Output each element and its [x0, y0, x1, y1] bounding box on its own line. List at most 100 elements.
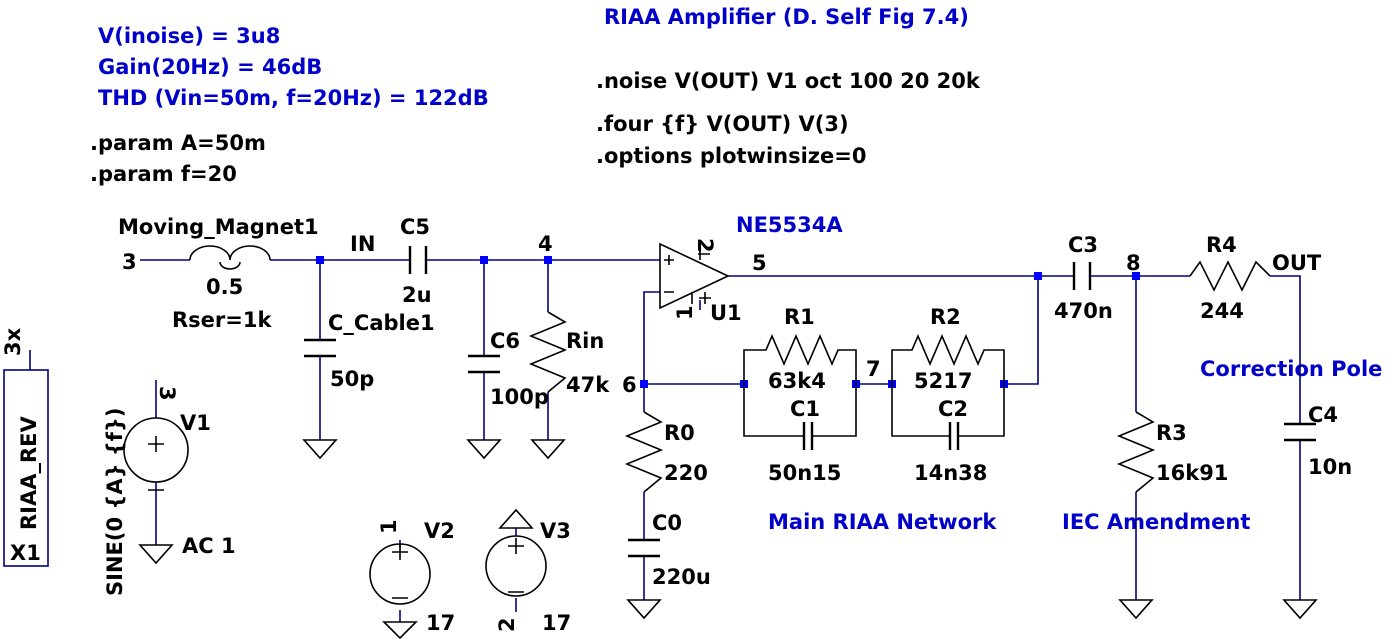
- gain-result: Gain(20Hz) = 46dB: [98, 55, 322, 79]
- junction-dot: [1034, 272, 1042, 280]
- v2-value: 17: [426, 611, 455, 635]
- c-cable-name: C_Cable1: [328, 311, 435, 335]
- x1-name: X1: [10, 541, 41, 565]
- node-label-8: 8: [1126, 251, 1141, 275]
- node-label-out: OUT: [1272, 251, 1322, 275]
- c0-value: 220u: [652, 565, 711, 589]
- capacitor-c-cable1[interactable]: C_Cable1 50p: [304, 311, 435, 391]
- v1-ac: AC 1: [182, 534, 236, 558]
- cartridge-name: Moving_Magnet1: [118, 215, 319, 239]
- ground-icon: [138, 544, 174, 565]
- junction-dot: [1132, 272, 1140, 280]
- options-directive[interactable]: .options plotwinsize=0: [596, 144, 866, 168]
- c1-value: 50n15: [768, 461, 841, 485]
- node-label-7: 7: [866, 357, 881, 381]
- c4-name: C4: [1308, 403, 1338, 427]
- wires: [29, 242, 1301, 622]
- c6-name: C6: [490, 329, 520, 353]
- node-label-in: IN: [350, 232, 375, 256]
- thd-result: THD (Vin=50m, f=20Hz) = 122dB: [98, 86, 489, 110]
- r3-name: R3: [1156, 421, 1187, 445]
- node-label-3: 3: [122, 250, 137, 274]
- capacitor-c4[interactable]: C4 10n: [1284, 403, 1352, 479]
- main-riaa-network-label: Main RIAA Network: [768, 510, 997, 534]
- voltage-source-v2[interactable]: 1 V2 17: [369, 519, 455, 635]
- ground-icon: [466, 439, 502, 460]
- junction-dot: [480, 256, 488, 264]
- inoise-result: V(inoise) = 3u8: [98, 24, 280, 48]
- c5-value: 2u: [402, 283, 432, 307]
- v3-value: 17: [542, 611, 571, 635]
- ground-icon: [626, 599, 662, 620]
- x1-pin: 3x: [1, 327, 25, 356]
- capacitor-c2[interactable]: C2 14n38: [891, 384, 1005, 485]
- c6-value: 100p: [490, 385, 549, 409]
- resistor-rin[interactable]: Rin 47k: [528, 311, 610, 397]
- capacitor-c6[interactable]: C6 100p: [468, 329, 549, 409]
- junction-dot: [316, 256, 324, 264]
- cartridge-rser: Rser=1k: [172, 308, 272, 332]
- param-a-directive[interactable]: .param A=50m: [90, 131, 266, 155]
- c3-name: C3: [1068, 233, 1098, 257]
- inductor-moving-magnet[interactable]: Moving_Magnet1 0.5 Rser=1k: [118, 215, 319, 332]
- four-directive[interactable]: .four {f} V(OUT) V(3): [596, 112, 849, 136]
- r0-value: 220: [664, 461, 708, 485]
- opamp-pin-bottom: 1: [673, 305, 697, 320]
- c5-name: C5: [400, 215, 430, 239]
- wire[interactable]: [643, 291, 744, 385]
- iec-amendment-label: IEC Amendment: [1062, 510, 1250, 534]
- junction-dot: [544, 256, 552, 264]
- ground-icon: [302, 439, 338, 460]
- capacitor-c0[interactable]: C0 220u: [628, 511, 711, 589]
- noise-directive[interactable]: .noise V(OUT) V1 oct 100 20 20k: [596, 69, 981, 93]
- c4-value: 10n: [1308, 455, 1352, 479]
- resistor-r3[interactable]: R3 16k91: [1116, 411, 1228, 493]
- v1-pin: 3: [155, 386, 179, 401]
- opamp-name: U1: [710, 301, 742, 325]
- voltage-source-v1[interactable]: 3 V1 SINE(0 {A} {f}) AC 1: [103, 386, 236, 596]
- r3-value: 16k91: [1156, 461, 1228, 485]
- ground-icon: [530, 439, 566, 460]
- node-label-6: 6: [622, 373, 637, 397]
- correction-pole-label: Correction Pole: [1200, 357, 1382, 381]
- x1-model: RIAA_REV: [17, 415, 41, 530]
- capacitor-c3[interactable]: C3 470n: [1054, 233, 1113, 323]
- c1-name: C1: [790, 397, 820, 421]
- r0-name: R0: [664, 421, 695, 445]
- ground-icon: [1282, 599, 1318, 620]
- capacitor-c5[interactable]: C5 2u: [400, 215, 432, 307]
- capacitor-c1[interactable]: C1 50n15: [743, 384, 857, 485]
- c-cable-value: 50p: [330, 367, 374, 391]
- r2-value: 5217: [914, 369, 972, 393]
- v3-pin: 2: [495, 617, 519, 632]
- resistor-r0[interactable]: R0 220: [624, 411, 708, 493]
- subcircuit-x1[interactable]: RIAA_REV X1 3x: [1, 327, 49, 567]
- resistor-r4[interactable]: R4 244: [1189, 233, 1271, 323]
- node-label-5: 5: [752, 251, 767, 275]
- ground-icon: [1118, 599, 1154, 620]
- rin-name: Rin: [566, 329, 604, 353]
- c0-name: C0: [652, 511, 682, 535]
- resistor-r1[interactable]: R1 63k4: [743, 305, 857, 393]
- node-label-4: 4: [538, 232, 553, 256]
- r1-name: R1: [784, 305, 815, 329]
- wire[interactable]: [1004, 276, 1039, 385]
- cartridge-value: 0.5: [206, 275, 243, 299]
- r4-name: R4: [1206, 233, 1237, 257]
- v2-pin: 1: [377, 519, 401, 534]
- r4-value: 244: [1200, 299, 1244, 323]
- wire[interactable]: [1270, 275, 1301, 424]
- r2-name: R2: [930, 305, 961, 329]
- v3-name: V3: [540, 519, 571, 543]
- opamp-model: NE5534A: [736, 213, 843, 237]
- opamp-pin-top: 2: [693, 238, 717, 253]
- opamp-u1[interactable]: 2 1 NE5534A U1: [659, 213, 843, 325]
- junction-dot: [640, 380, 648, 388]
- v1-name: V1: [180, 411, 211, 435]
- param-f-directive[interactable]: .param f=20: [90, 162, 237, 186]
- c2-value: 14n38: [914, 461, 987, 485]
- voltage-source-v3[interactable]: 2 V3 17: [485, 519, 571, 635]
- ground-icon: [382, 621, 418, 640]
- resistor-r2[interactable]: R2 5217: [891, 305, 1005, 393]
- r1-value: 63k4: [768, 369, 826, 393]
